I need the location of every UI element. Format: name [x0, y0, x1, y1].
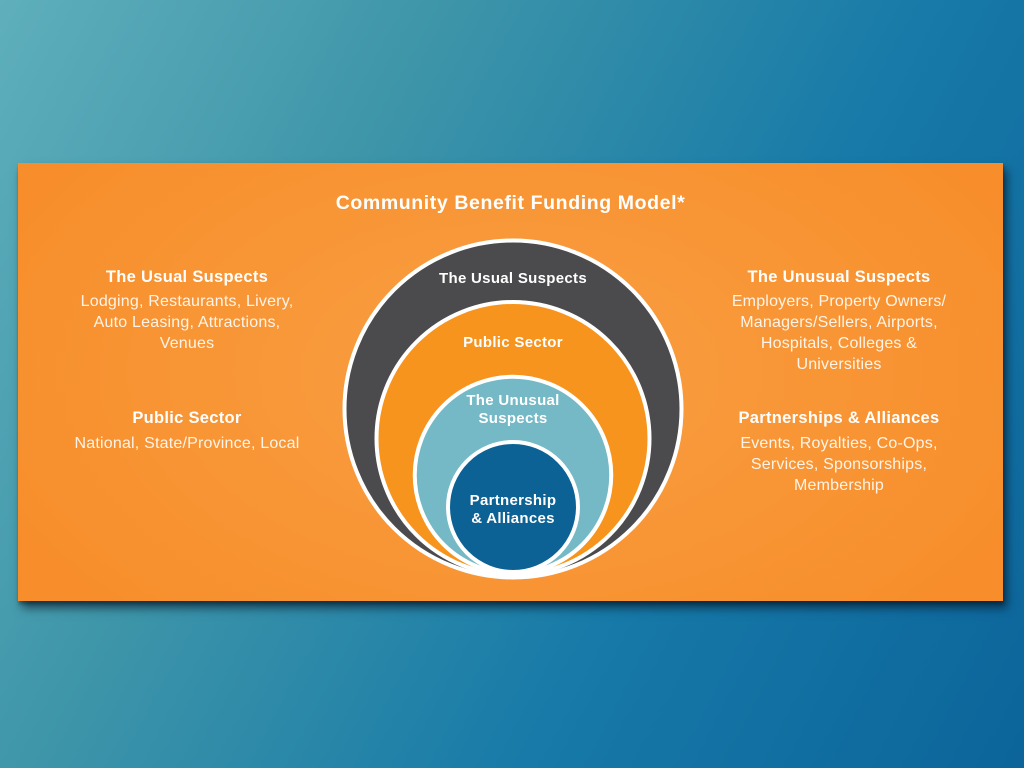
legend-line: National, State/Province, Local — [74, 435, 300, 452]
legend-heading-public-sector: Public Sector — [132, 409, 242, 427]
legend-heading-unusual-suspects: The Unusual Suspects — [747, 268, 931, 286]
legend-body-partnerships-alliances: Events, Royalties, Co-Ops, Services, Spo… — [689, 433, 989, 496]
legend-line: Events, Royalties, Co-Ops, — [740, 435, 938, 452]
legend-body-usual-suspects: Lodging, Restaurants, Livery, Auto Leasi… — [42, 291, 332, 354]
legend-line: Managers/Sellers, Airports, — [740, 314, 938, 331]
legend-heading-usual-suspects: The Usual Suspects — [105, 268, 269, 286]
left-annotation-column: The Usual Suspects Lodging, Restaurants,… — [42, 163, 332, 601]
ring-label-usual-suspects: The Usual Suspects — [439, 270, 587, 287]
legend-line: Lodging, Restaurants, Livery, — [80, 293, 294, 310]
ring-label-partnership-alliances: Partnership & Alliances — [469, 492, 557, 527]
ring-partnership-alliances — [446, 440, 580, 574]
slide-panel: Community Benefit Funding Model* The Usu… — [18, 163, 1003, 601]
ring-label-unusual-suspects: The Unusual Suspects — [466, 392, 560, 427]
legend-body-public-sector: National, State/Province, Local — [42, 433, 332, 454]
funding-model-diagram — [342, 238, 684, 580]
legend-line: Universities — [796, 356, 882, 373]
legend-line: Auto Leasing, Attractions, — [93, 314, 281, 331]
legend-heading-partnerships-alliances: Partnerships & Alliances — [738, 409, 940, 427]
legend-line: Membership — [793, 477, 885, 494]
right-annotation-column: The Unusual Suspects Employers, Property… — [689, 163, 989, 601]
legend-line: Venues — [159, 335, 215, 352]
slide-title: Community Benefit Funding Model* — [335, 192, 686, 214]
ring-label-public-sector: Public Sector — [463, 334, 563, 351]
legend-line: Employers, Property Owners/ — [731, 293, 947, 310]
legend-body-unusual-suspects: Employers, Property Owners/ Managers/Sel… — [689, 291, 989, 375]
legend-line: Services, Sponsorships, — [750, 456, 928, 473]
legend-line: Hospitals, Colleges & — [760, 335, 918, 352]
